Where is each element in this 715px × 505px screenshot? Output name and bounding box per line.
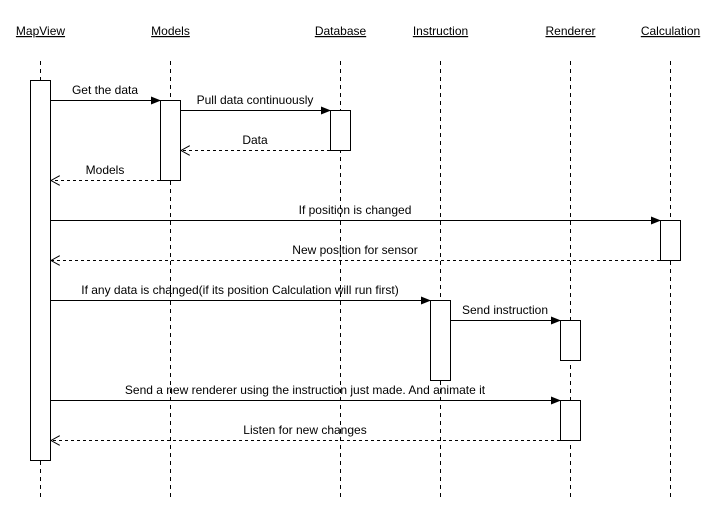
participant-instruction: Instruction — [400, 0, 481, 60]
participant-mapview: MapView — [0, 0, 81, 60]
message-label-listen: Listen for new changes — [243, 423, 366, 437]
participant-renderer: Renderer — [530, 0, 611, 60]
participant-instruction-label: Instruction — [413, 24, 468, 38]
participant-calculation: Calculation — [630, 0, 711, 60]
messages — [51, 96, 661, 441]
activation-renderer-2 — [560, 400, 581, 441]
activation-database — [330, 110, 351, 151]
message-label-data: Data — [242, 133, 268, 147]
participant-renderer-label: Renderer — [545, 24, 595, 38]
message-label-pull-data: Pull data continuously — [197, 93, 314, 107]
activation-calculation — [660, 220, 681, 261]
participants: MapView Models Database Instruction Rend… — [0, 0, 711, 60]
activation-instruction — [430, 300, 451, 381]
participant-database: Database — [300, 0, 381, 60]
message-labels: Get the data Pull data continuously Data… — [72, 83, 548, 437]
activation-renderer-1 — [560, 320, 581, 361]
message-label-send-new-renderer: Send a new renderer using the instructio… — [125, 383, 486, 397]
participant-calculation-label: Calculation — [641, 24, 700, 38]
participant-models: Models — [130, 0, 211, 60]
message-label-if-position-changed: If position is changed — [299, 203, 412, 217]
participant-database-label: Database — [315, 24, 367, 38]
message-label-if-any-data-changed: If any data is changed(if its position C… — [81, 283, 398, 297]
activation-bars — [30, 80, 681, 461]
message-label-get-the-data: Get the data — [72, 83, 138, 97]
activation-mapview — [30, 80, 51, 461]
participant-models-label: Models — [151, 24, 190, 38]
message-label-new-position: New position for sensor — [292, 243, 417, 257]
message-label-send-instruction: Send instruction — [462, 303, 548, 317]
message-label-models: Models — [86, 163, 125, 177]
participant-mapview-label: MapView — [16, 24, 65, 38]
activation-models — [160, 100, 181, 181]
